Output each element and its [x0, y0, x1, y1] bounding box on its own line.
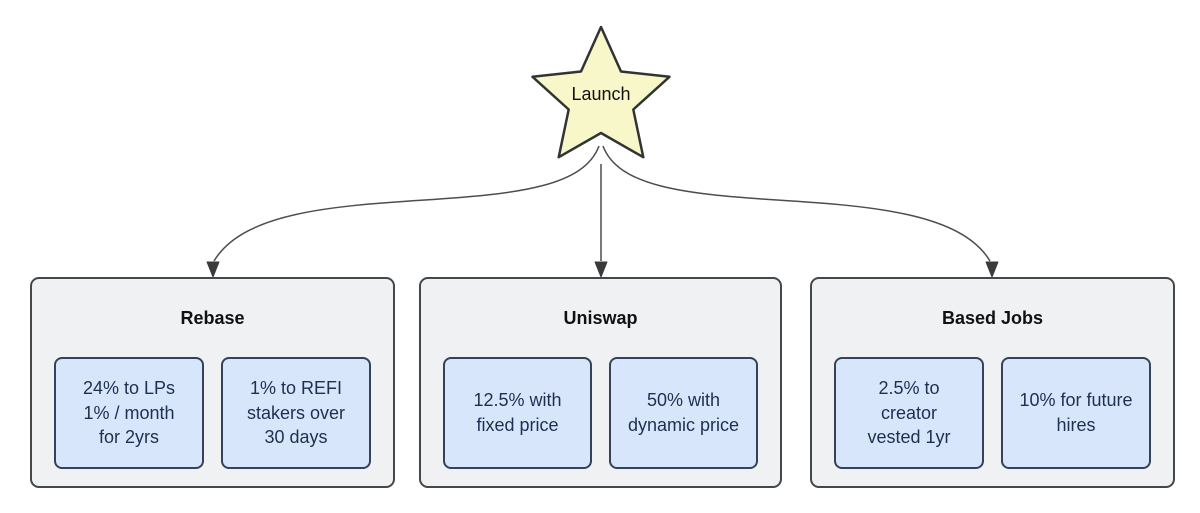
arrowhead-left-icon	[206, 261, 220, 278]
arrowhead-right-icon	[985, 261, 999, 278]
connector-left	[213, 145, 600, 262]
group-title: Rebase	[180, 308, 245, 328]
allocation-cell: 10% for future hires	[1001, 357, 1151, 469]
allocation-cell-text: 24% to LPs 1% / month for 2yrs	[82, 377, 176, 448]
arrowheads	[206, 261, 999, 278]
allocation-cell: 24% to LPs 1% / month for 2yrs	[54, 357, 204, 469]
allocation-cell: 12.5% with fixed price	[443, 357, 592, 469]
group-box-rebase: Rebase 24% to LPs 1% / month for 2yrs 1%…	[30, 277, 395, 488]
connector-layer: Launch	[206, 25, 999, 278]
allocation-cell-text: 1% to REFI stakers over 30 days	[246, 377, 346, 448]
cell-row: 2.5% to creator vested 1yr 10% for futur…	[834, 357, 1151, 469]
group-title: Uniswap	[563, 308, 638, 328]
group-box-uniswap: Uniswap 12.5% with fixed price 50% with …	[419, 277, 782, 488]
launch-star: Launch	[531, 25, 671, 159]
cell-row: 24% to LPs 1% / month for 2yrs 1% to REF…	[54, 357, 371, 469]
allocation-cell-text: 50% with dynamic price	[627, 390, 740, 435]
allocation-cell-text: 12.5% with fixed price	[473, 390, 562, 435]
group-box-based-jobs: Based Jobs 2.5% to creator vested 1yr 10…	[810, 277, 1175, 488]
connector-lines	[213, 145, 991, 262]
allocation-cell-text: 2.5% to creator vested 1yr	[867, 377, 951, 448]
allocation-cell: 2.5% to creator vested 1yr	[834, 357, 984, 469]
allocation-cell-text: 10% for future hires	[1019, 390, 1133, 435]
arrowhead-center-icon	[594, 261, 608, 278]
star-icon	[531, 25, 671, 159]
allocation-cell: 50% with dynamic price	[609, 357, 758, 469]
connector-right	[602, 145, 991, 262]
cell-row: 12.5% with fixed price 50% with dynamic …	[443, 357, 758, 469]
allocation-cell: 1% to REFI stakers over 30 days	[221, 357, 371, 469]
star-label: Launch	[571, 84, 630, 104]
group-title: Based Jobs	[941, 308, 1044, 328]
